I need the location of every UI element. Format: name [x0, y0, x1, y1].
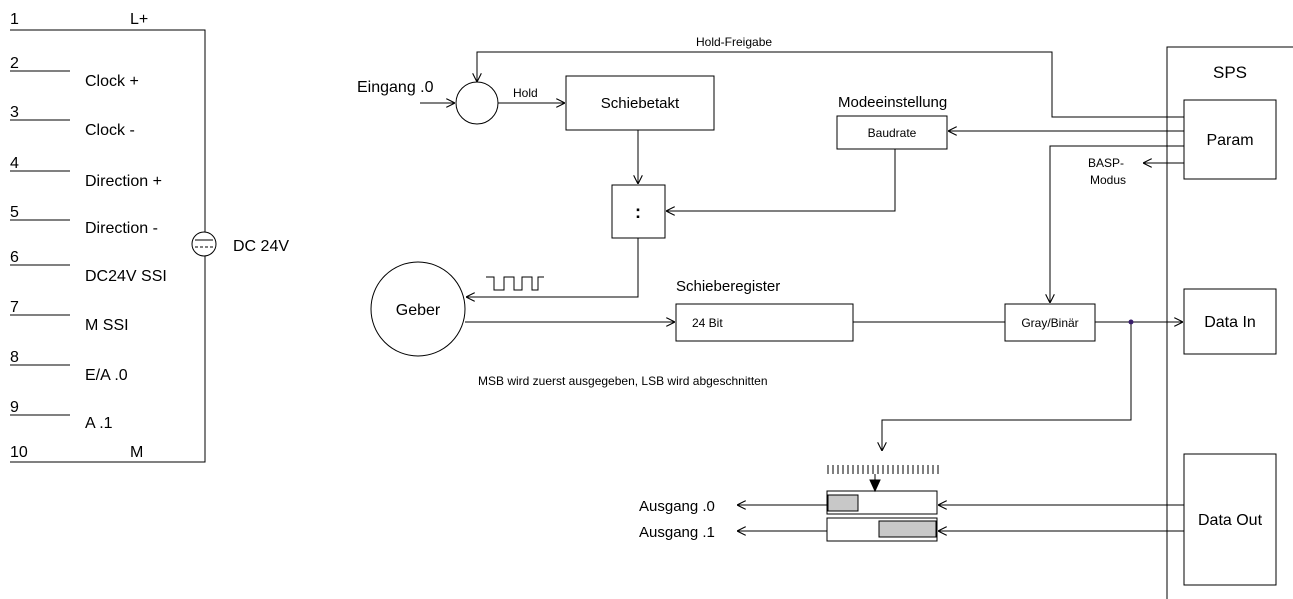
clock-pulse-icon — [486, 276, 544, 291]
branch-to-comparator-line — [882, 322, 1132, 451]
pin-1-label: L+ — [130, 11, 148, 28]
geber-label: Geber — [396, 302, 441, 319]
pin-5-label: Direction - — [85, 220, 158, 237]
schieberegister-label: Schieberegister — [676, 278, 780, 295]
branch-junction-dot — [1128, 319, 1134, 325]
pin-7-number: 7 — [10, 299, 19, 316]
pin-4-number: 4 — [10, 155, 19, 172]
diagram-connections — [420, 51, 1184, 531]
param-to-gray-binaer-line — [1050, 145, 1184, 303]
eingang-label: Eingang .0 — [357, 79, 434, 96]
hold-label: Hold — [513, 86, 538, 100]
pin-10-number: 10 — [10, 444, 28, 461]
data-out-label: Data Out — [1198, 512, 1263, 529]
schiebetakt-label: Schiebetakt — [601, 95, 680, 112]
pin-5-number: 5 — [10, 204, 19, 221]
pin-3-label: Clock - — [85, 122, 135, 139]
ausgang-1-label: Ausgang .1 — [639, 524, 715, 541]
pin-8-number: 8 — [10, 349, 19, 366]
hold-freigabe-line — [477, 51, 1184, 118]
data-in-box — [1183, 288, 1277, 355]
comparator-pointer — [869, 479, 881, 493]
terminal-block — [10, 29, 217, 463]
diagram-labels: Hold-Freigabe Eingang .0 Hold Schiebetak… — [357, 35, 1263, 541]
output-1-range-bar — [878, 520, 937, 538]
pin-2-number: 2 — [10, 55, 19, 72]
output-1-track — [826, 517, 938, 542]
diagram-shapes — [370, 46, 1293, 599]
pin-4-label: Direction + — [85, 173, 162, 190]
terminal-block-frame — [10, 29, 206, 463]
pin-10-label: M — [130, 444, 143, 461]
basp-modus-label: Modus — [1090, 173, 1126, 187]
dc-supply-label: DC 24V — [233, 238, 289, 255]
pin-9-label: A .1 — [85, 415, 113, 432]
baudrate-to-divider-line — [666, 149, 896, 211]
pin-6-number: 6 — [10, 249, 19, 266]
baudrate-label: Baudrate — [868, 126, 917, 140]
schiebetakt-box — [565, 75, 715, 131]
dc-supply-symbol — [191, 231, 217, 257]
output-0-range-bar — [827, 494, 859, 512]
pin-9-number: 9 — [10, 399, 19, 416]
pin-8-label: E/A .0 — [85, 367, 128, 384]
hold-gate-circle — [455, 81, 499, 125]
pin-3-number: 3 — [10, 104, 19, 121]
terminal-labels: 1 L+ 2 Clock + 3 Clock - 4 Direction + 5… — [10, 11, 289, 461]
param-label: Param — [1206, 132, 1253, 149]
pin-7-label: M SSI — [85, 317, 129, 334]
divider-to-geber-line — [466, 238, 639, 297]
msb-note: MSB wird zuerst ausgegeben, LSB wird abg… — [478, 374, 768, 388]
data-out-box — [1183, 453, 1277, 586]
hold-freigabe-label: Hold-Freigabe — [696, 35, 772, 49]
baudrate-box — [836, 115, 948, 150]
sps-frame — [1166, 46, 1293, 599]
pin-2-label: Clock + — [85, 73, 139, 90]
bit-width-label: 24 Bit — [692, 316, 723, 330]
pin-6-label: DC24V SSI — [85, 268, 167, 285]
sps-label: SPS — [1213, 63, 1247, 82]
geber-circle — [370, 261, 466, 357]
comparator-scale — [827, 465, 939, 474]
basp-label: BASP- — [1088, 156, 1124, 170]
output-0-track — [826, 490, 938, 515]
param-box — [1183, 99, 1277, 180]
data-in-label: Data In — [1204, 314, 1256, 331]
gray-binaer-label: Gray/Binär — [1021, 316, 1078, 330]
modeeinstellung-label: Modeeinstellung — [838, 94, 947, 111]
ausgang-0-label: Ausgang .0 — [639, 498, 715, 515]
pin-1-number: 1 — [10, 11, 19, 28]
divider-label: : — [635, 202, 641, 222]
